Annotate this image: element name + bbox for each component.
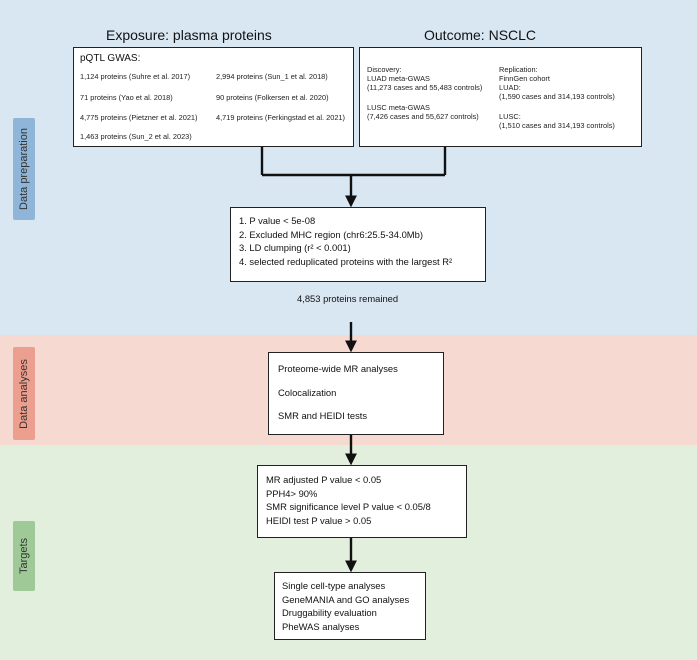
outcome-finngen: FinnGen cohort: [499, 74, 550, 83]
criteria-item: 4. selected reduplicated proteins with t…: [239, 255, 453, 267]
outcome-luad-counts: (1,590 cases and 314,193 controls): [499, 92, 615, 101]
threshold-item: PPH4> 90%: [266, 487, 318, 499]
section-label-data-preparation: Data preparation: [13, 118, 35, 220]
section-label-data-analyses: Data analyses: [13, 347, 35, 440]
exposure-study: 4,719 proteins (Ferkingstad et al. 2021): [216, 113, 346, 122]
outcome-lusc-meta: LUSC meta-GWAS: [367, 103, 430, 112]
proteins-remained: 4,853 proteins remained: [297, 293, 399, 304]
downstream-item: Single cell-type analyses: [282, 580, 386, 591]
exposure-header: Exposure: plasma proteins: [106, 27, 272, 43]
analyses-box: Proteome-wide MR analyses Colocalization…: [268, 352, 444, 435]
criteria-item: 3. LD clumping (r² < 0.001): [239, 242, 351, 254]
outcome-lusc: LUSC:: [499, 112, 521, 121]
outcome-luad-meta-counts: (11,273 cases and 55,483 controls): [367, 83, 483, 92]
exposure-study: 90 proteins (Folkersen et al. 2020): [216, 93, 329, 102]
exposure-box: pQTL GWAS: 1,124 proteins (Suhre et al. …: [73, 47, 354, 147]
outcome-replication-label: Replication:: [499, 65, 538, 74]
threshold-item: HEIDI test P value > 0.05: [266, 514, 372, 526]
thresholds-box: MR adjusted P value < 0.05 PPH4> 90% SMR…: [257, 465, 467, 538]
section-label-targets: Targets: [13, 521, 35, 591]
analysis-item: Proteome-wide MR analyses: [278, 363, 398, 374]
exposure-study: 2,994 proteins (Sun_1 et al. 2018): [216, 72, 328, 81]
threshold-item: MR adjusted P value < 0.05: [266, 474, 382, 485]
outcome-box: Discovery: LUAD meta-GWAS (11,273 cases …: [359, 47, 642, 147]
outcome-lusc-meta-counts: (7,426 cases and 55,627 controls): [367, 112, 479, 121]
outcome-header: Outcome: NSCLC: [424, 27, 537, 43]
outcome-luad: LUAD:: [499, 83, 521, 92]
downstream-box: Single cell-type analyses GeneMANIA and …: [274, 572, 426, 640]
exposure-study: 4,775 proteins (Pietzner et al. 2021): [80, 113, 198, 122]
analysis-item: Colocalization: [278, 386, 337, 398]
exposure-study: 1,124 proteins (Suhre et al. 2017): [80, 72, 191, 81]
outcome-lusc-counts: (1,510 cases and 314,193 controls): [499, 121, 615, 130]
outcome-discovery-label: Discovery:: [367, 65, 402, 74]
exposure-study: 1,463 proteins (Sun_2 et al. 2023): [80, 132, 192, 141]
threshold-item: SMR significance level P value < 0.05/8: [266, 501, 431, 513]
analysis-item: SMR and HEIDI tests: [278, 410, 368, 422]
downstream-item: PheWAS analyses: [282, 620, 360, 632]
criteria-box: 1. P value < 5e-08 2. Excluded MHC regio…: [230, 207, 486, 282]
exposure-study: 71 proteins (Yao et al. 2018): [80, 93, 173, 102]
downstream-item: GeneMANIA and GO analyses: [282, 593, 410, 605]
criteria-item: 2. Excluded MHC region (chr6:25.5-34.0Mb…: [239, 228, 423, 240]
criteria-item: 1. P value < 5e-08: [239, 215, 316, 226]
outcome-luad-meta: LUAD meta-GWAS: [367, 74, 430, 83]
downstream-item: Druggability evaluation: [282, 607, 377, 619]
exposure-box-title: pQTL GWAS:: [80, 53, 141, 64]
